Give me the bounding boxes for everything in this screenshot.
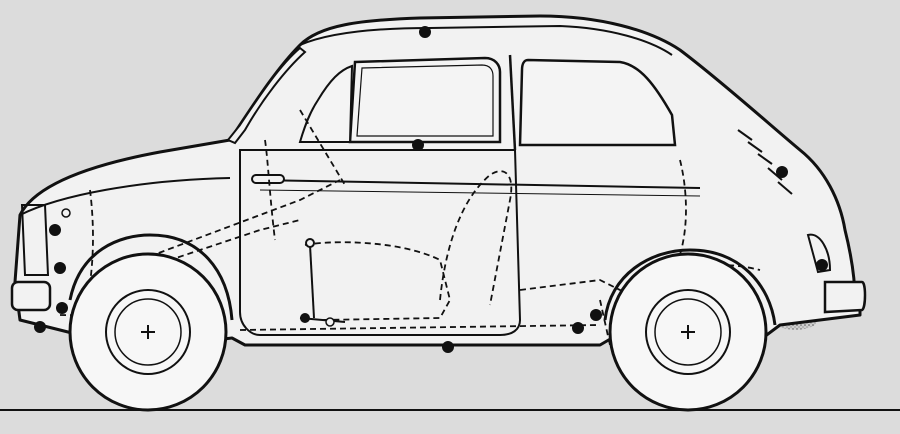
body-crease-lower — [259, 189, 701, 197]
front-wheel — [68, 252, 228, 412]
rear-wheel-arch — [603, 248, 777, 326]
callout-point-sill — [442, 341, 454, 353]
marker-open-front — [61, 208, 71, 218]
rear-wheel — [608, 252, 768, 412]
callout-point-window — [412, 139, 424, 151]
callout-point-roof — [419, 26, 431, 38]
front-wheel-arch — [68, 233, 234, 321]
callout-point-front-lower — [54, 262, 66, 274]
front-panel — [20, 204, 50, 276]
callout-point-front-upper — [49, 224, 61, 236]
callout-point-floor — [300, 313, 310, 323]
b-pillar — [508, 54, 517, 151]
body-crease — [254, 179, 701, 189]
door-window-front — [348, 56, 502, 144]
callout-point-rear-light — [816, 259, 828, 271]
rear-bumper — [823, 280, 867, 314]
front-bumper — [10, 280, 52, 312]
callout-point-front-axle — [56, 302, 68, 314]
door-handle — [251, 174, 285, 184]
callout-point-engine-lid — [776, 166, 788, 178]
hood-line — [19, 177, 231, 216]
callout-points — [34, 26, 828, 353]
door-window-front-inner — [356, 64, 494, 137]
callout-point-front-bottom — [34, 321, 46, 333]
callout-point-rear-floor-a — [572, 322, 584, 334]
engine-grille — [737, 129, 793, 195]
door-outline — [239, 149, 522, 336]
marker-open-floor — [325, 317, 335, 327]
roof-line — [299, 24, 673, 56]
vent-window — [298, 64, 354, 143]
rear-side-window — [518, 58, 677, 147]
callout-point-rear-floor-b — [590, 309, 602, 321]
windshield — [226, 46, 307, 145]
